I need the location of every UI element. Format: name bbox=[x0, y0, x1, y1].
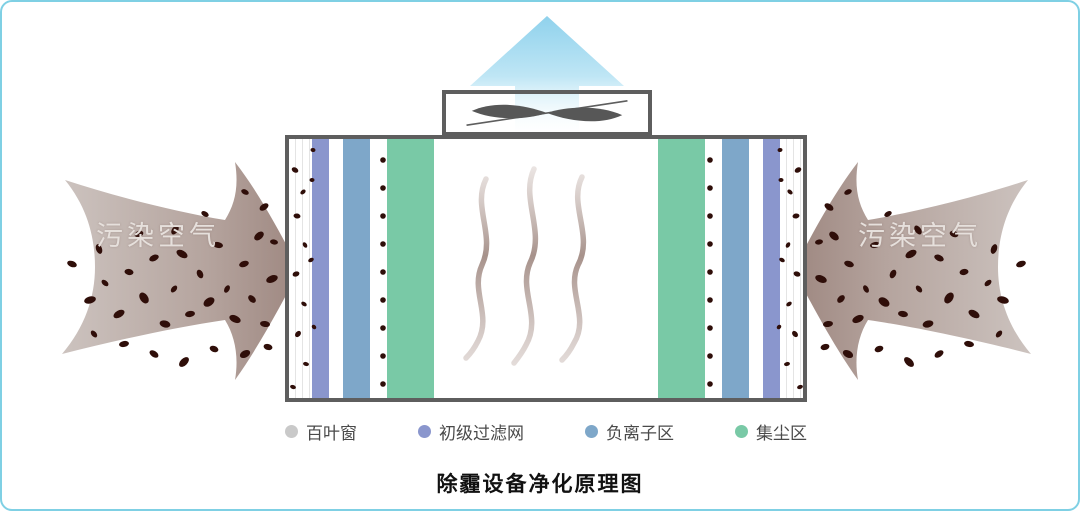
legend: 百叶窗 初级过滤网 负离子区 集尘区 bbox=[285, 419, 807, 444]
ion-zone-left bbox=[343, 139, 370, 398]
dust-zone-legend-dot-icon bbox=[735, 425, 748, 438]
legend-item-primary-filter: 初级过滤网 bbox=[418, 419, 524, 444]
louver-panel-left bbox=[289, 139, 312, 398]
legend-label-ion-zone: 负离子区 bbox=[606, 424, 674, 443]
legend-label-primary-filter: 初级过滤网 bbox=[439, 424, 524, 443]
louver-panel-right bbox=[780, 139, 803, 398]
primary-filter-legend-dot-icon bbox=[418, 425, 431, 438]
fan-blades-icon bbox=[466, 99, 628, 127]
dust-zone-right bbox=[658, 139, 705, 398]
clean-air-up-arrow-icon bbox=[470, 16, 624, 134]
primary-filter-right bbox=[763, 139, 780, 398]
ion-zone-right bbox=[722, 139, 749, 398]
ion-zone-legend-dot-icon bbox=[585, 425, 598, 438]
polluted-air-arrow-right bbox=[793, 162, 1031, 380]
legend-item-louver: 百叶窗 bbox=[285, 419, 357, 444]
primary-filter-left bbox=[312, 139, 329, 398]
polluted-air-arrow-left bbox=[62, 162, 300, 380]
device-box bbox=[285, 135, 807, 402]
fan-box bbox=[442, 90, 652, 136]
polluted-air-label-right: 污染空气 bbox=[858, 221, 982, 251]
legend-item-dust-zone: 集尘区 bbox=[735, 419, 807, 444]
dust-zone-left bbox=[387, 139, 434, 398]
legend-item-ion-zone: 负离子区 bbox=[585, 419, 674, 444]
louver-legend-dot-icon bbox=[285, 425, 298, 438]
legend-label-louver: 百叶窗 bbox=[306, 424, 357, 443]
diagram-title: 除霾设备净化原理图 bbox=[436, 473, 644, 496]
filter-stripes bbox=[289, 139, 803, 398]
polluted-air-label-left: 污染空气 bbox=[96, 221, 220, 251]
legend-label-dust-zone: 集尘区 bbox=[756, 424, 807, 443]
clean-air-waves-icon bbox=[463, 166, 587, 366]
